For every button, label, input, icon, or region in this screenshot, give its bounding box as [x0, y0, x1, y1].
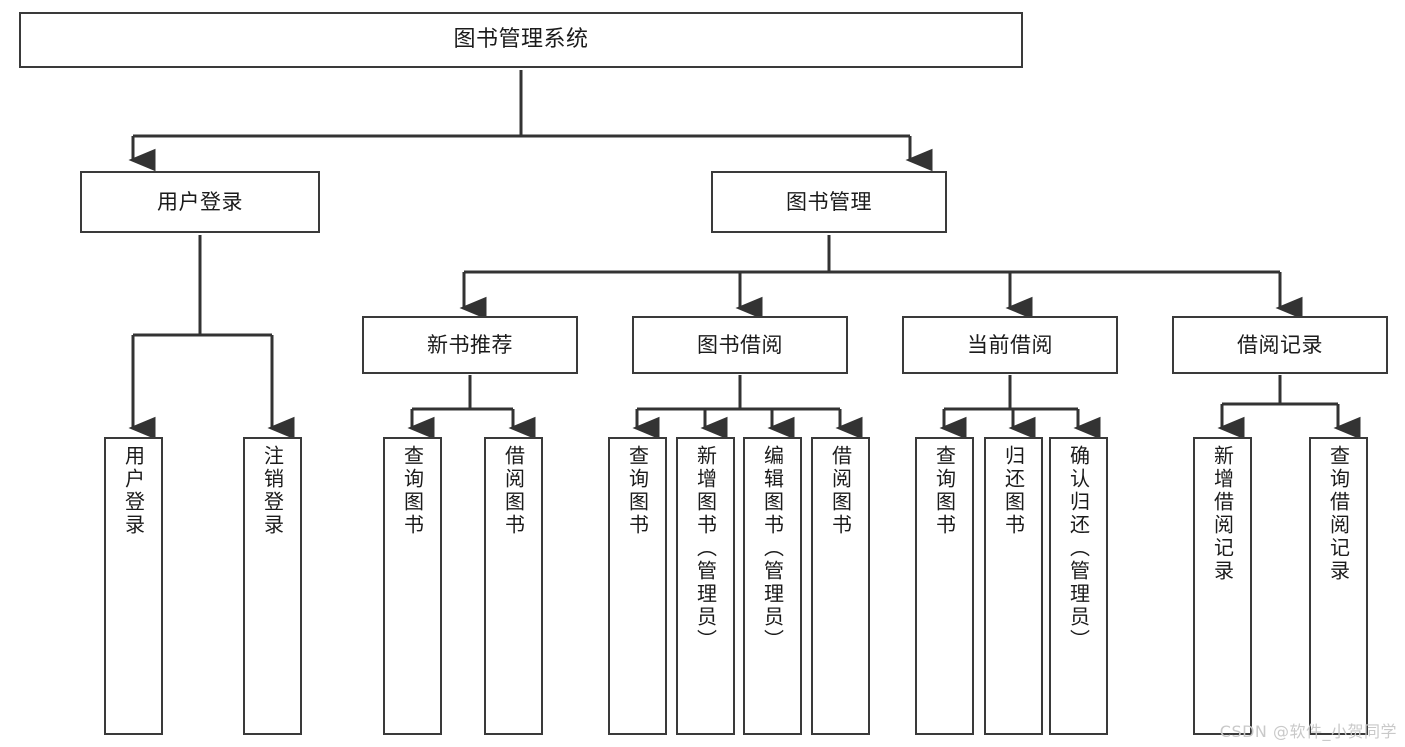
leaf-borrow-book-recommend[interactable]: 借阅图书	[484, 437, 543, 735]
node-label: 用户登录	[157, 189, 243, 214]
leaf-query-book-recommend[interactable]: 查询图书	[383, 437, 442, 735]
leaf-query-book-borrow[interactable]: 查询图书	[608, 437, 667, 735]
node-user-login[interactable]: 用户登录	[80, 171, 320, 233]
node-label: 查询借阅记录	[1326, 445, 1351, 583]
node-label: 注销登录	[260, 445, 285, 537]
csdn-watermark: CSDN @软件_小贺同学	[1219, 722, 1397, 741]
node-label: 查询图书	[625, 445, 650, 537]
leaf-add-borrow-record[interactable]: 新增借阅记录	[1193, 437, 1252, 735]
leaf-confirm-return-admin[interactable]: 确认归还（管理员）	[1049, 437, 1108, 735]
node-borrow-record[interactable]: 借阅记录	[1172, 316, 1388, 374]
node-label: 新增借阅记录	[1210, 445, 1235, 583]
node-label: 借阅图书	[828, 445, 853, 537]
node-label: 当前借阅	[967, 332, 1053, 357]
node-label: 归还图书	[1001, 445, 1026, 537]
leaf-return-book[interactable]: 归还图书	[984, 437, 1043, 735]
leaf-user-login[interactable]: 用户登录	[104, 437, 163, 735]
node-label: 新书推荐	[427, 332, 513, 357]
node-book-management[interactable]: 图书管理	[711, 171, 947, 233]
leaf-query-book-current[interactable]: 查询图书	[915, 437, 974, 735]
node-label: 借阅记录	[1237, 332, 1323, 357]
leaf-user-logout[interactable]: 注销登录	[243, 437, 302, 735]
node-label: 图书管理系统	[453, 27, 589, 53]
node-book-borrow[interactable]: 图书借阅	[632, 316, 848, 374]
node-label: 确认归还（管理员）	[1066, 445, 1091, 652]
node-label: 查询图书	[400, 445, 425, 537]
leaf-edit-book-admin[interactable]: 编辑图书（管理员）	[743, 437, 802, 735]
leaf-add-book-admin[interactable]: 新增图书（管理员）	[676, 437, 735, 735]
node-root-book-management-system[interactable]: 图书管理系统	[19, 12, 1023, 68]
node-label: 用户登录	[121, 445, 146, 537]
node-current-borrow[interactable]: 当前借阅	[902, 316, 1118, 374]
node-label: 查询图书	[932, 445, 957, 537]
leaf-borrow-book[interactable]: 借阅图书	[811, 437, 870, 735]
node-label: 借阅图书	[501, 445, 526, 537]
leaf-query-borrow-record[interactable]: 查询借阅记录	[1309, 437, 1368, 735]
node-label: 编辑图书（管理员）	[760, 445, 785, 652]
node-label: 图书管理	[786, 189, 872, 214]
node-label: 图书借阅	[697, 332, 783, 357]
node-new-book-recommend[interactable]: 新书推荐	[362, 316, 578, 374]
node-label: 新增图书（管理员）	[693, 445, 718, 652]
